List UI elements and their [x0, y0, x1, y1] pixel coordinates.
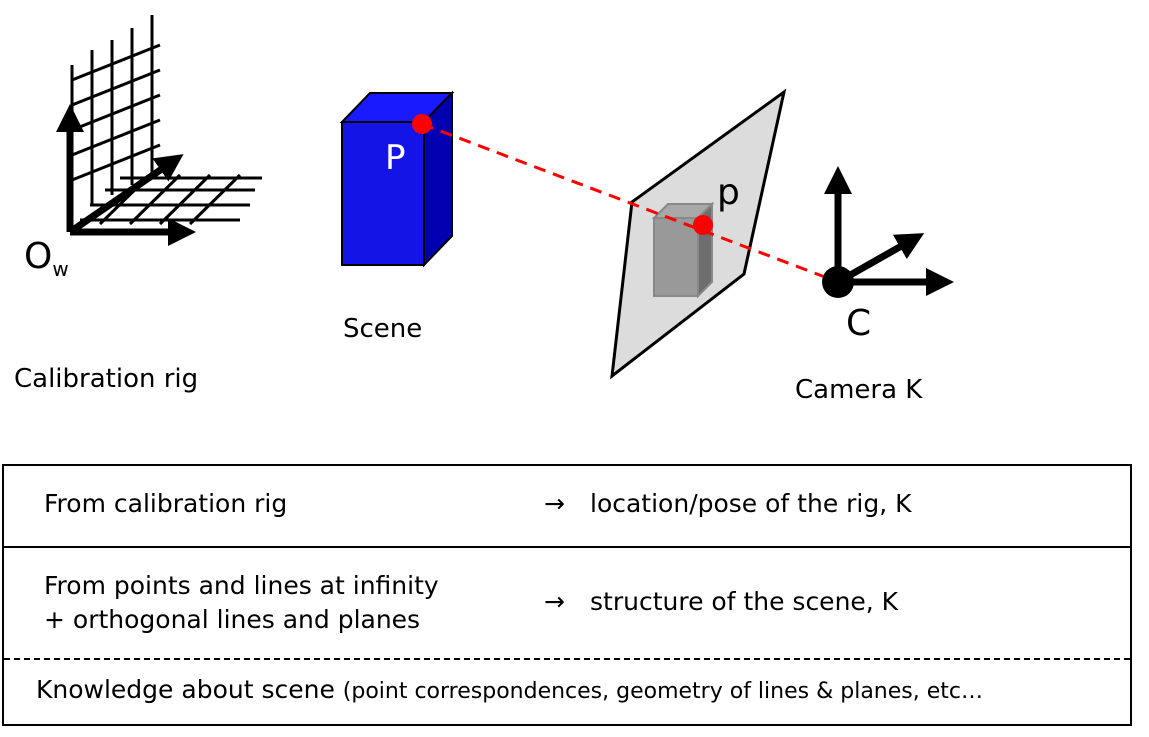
calibration-diagram [56, 15, 954, 380]
scene-box [339, 90, 455, 268]
row-rig-result: location/pose of the rig, K [590, 489, 912, 518]
knowledge-main: Knowledge about scene [36, 675, 343, 704]
row-infinity-result: structure of the scene, K [590, 587, 899, 616]
camera-axes [824, 166, 954, 296]
world-origin-subscript: w [52, 257, 69, 282]
scene-point-label: P [385, 138, 406, 178]
row-rig-source: From calibration rig [44, 489, 288, 518]
scene-point [412, 114, 432, 134]
knowledge-detail: (point correspondences, geometry of line… [342, 679, 983, 704]
image-point [693, 215, 713, 235]
projected-box [651, 201, 715, 299]
table-row-knowledge: Knowledge about scene (point corresponde… [4, 658, 1130, 726]
calibration-methods-table: From calibration rig → location/pose of … [2, 464, 1132, 726]
world-axes [56, 104, 196, 246]
row-rig-arrow: → [544, 489, 565, 518]
calibration-rig [56, 15, 262, 246]
world-origin-label: Ow [24, 236, 69, 282]
table-row-rig: From calibration rig → location/pose of … [4, 466, 1130, 548]
camera-center-label: C [846, 303, 872, 344]
scene-label: Scene [343, 314, 423, 344]
knowledge-text: Knowledge about scene (point corresponde… [36, 674, 983, 708]
camera-label: Camera K [795, 375, 923, 405]
table-row-infinity: From points and lines at infinity + orth… [4, 548, 1130, 658]
projection-ray [421, 122, 839, 284]
world-axis-depth [68, 154, 184, 235]
row-infinity-source-line2: + orthogonal lines and planes [44, 605, 421, 634]
row-infinity-arrow: → [544, 587, 565, 616]
rig-floor-grid [80, 173, 262, 226]
calibration-rig-label: Calibration rig [14, 364, 199, 394]
scene-box-front [341, 121, 425, 266]
rig-vertical-grid [70, 15, 161, 210]
image-point-label: p [717, 172, 740, 213]
camera-center [822, 266, 854, 298]
row-infinity-source-line1: From points and lines at infinity [44, 571, 439, 600]
